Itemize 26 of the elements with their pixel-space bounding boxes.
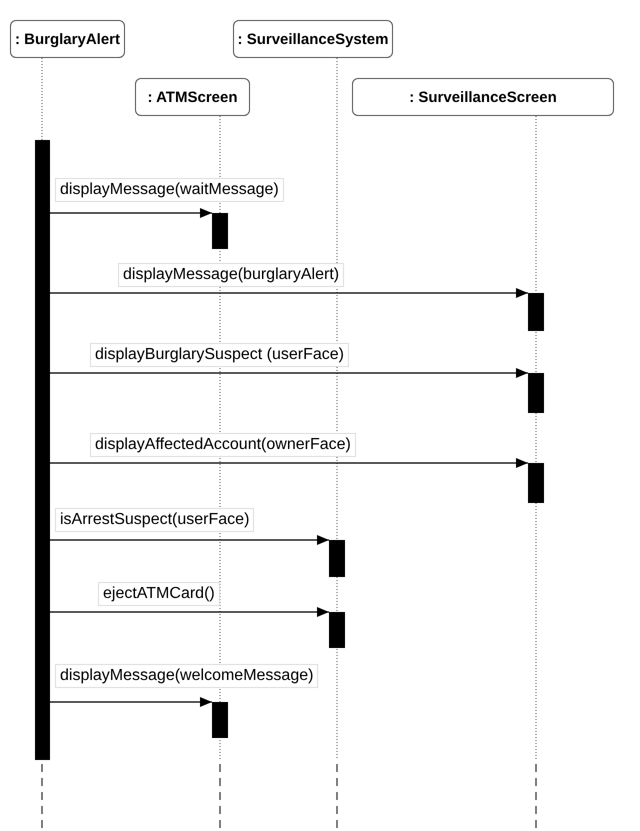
message-arrow bbox=[50, 368, 528, 378]
message-arrow bbox=[50, 607, 329, 617]
message-arrow bbox=[50, 208, 212, 218]
message-arrow bbox=[50, 458, 528, 468]
lifeline-head: : SurveillanceSystem bbox=[233, 20, 393, 58]
message-arrow bbox=[50, 535, 329, 545]
message-label: displayMessage(waitMessage) bbox=[55, 178, 284, 202]
message-arrow bbox=[50, 288, 528, 298]
lifeline-head: : SurveillanceScreen bbox=[352, 78, 614, 116]
lifeline-head: : ATMScreen bbox=[135, 78, 250, 116]
activation-bar bbox=[329, 612, 345, 648]
message-label: displayAffectedAccount(ownerFace) bbox=[90, 433, 356, 457]
activation-bar bbox=[528, 373, 544, 413]
message-label: isArrestSuspect(userFace) bbox=[55, 508, 254, 532]
message-label: ejectATMCard() bbox=[98, 582, 220, 606]
activation-bar bbox=[35, 140, 50, 760]
message-arrow bbox=[50, 697, 212, 707]
activation-bar bbox=[212, 213, 228, 249]
message-label: displayMessage(welcomeMessage) bbox=[55, 664, 318, 688]
message-label: displayMessage(burglaryAlert) bbox=[118, 263, 344, 287]
lifeline-head: : BurglaryAlert bbox=[10, 20, 125, 58]
message-label: displayBurglarySuspect (userFace) bbox=[90, 343, 349, 367]
activation-bar bbox=[212, 702, 228, 738]
activation-bar bbox=[329, 540, 345, 577]
activation-bar bbox=[528, 293, 544, 331]
activation-bar bbox=[528, 463, 544, 503]
